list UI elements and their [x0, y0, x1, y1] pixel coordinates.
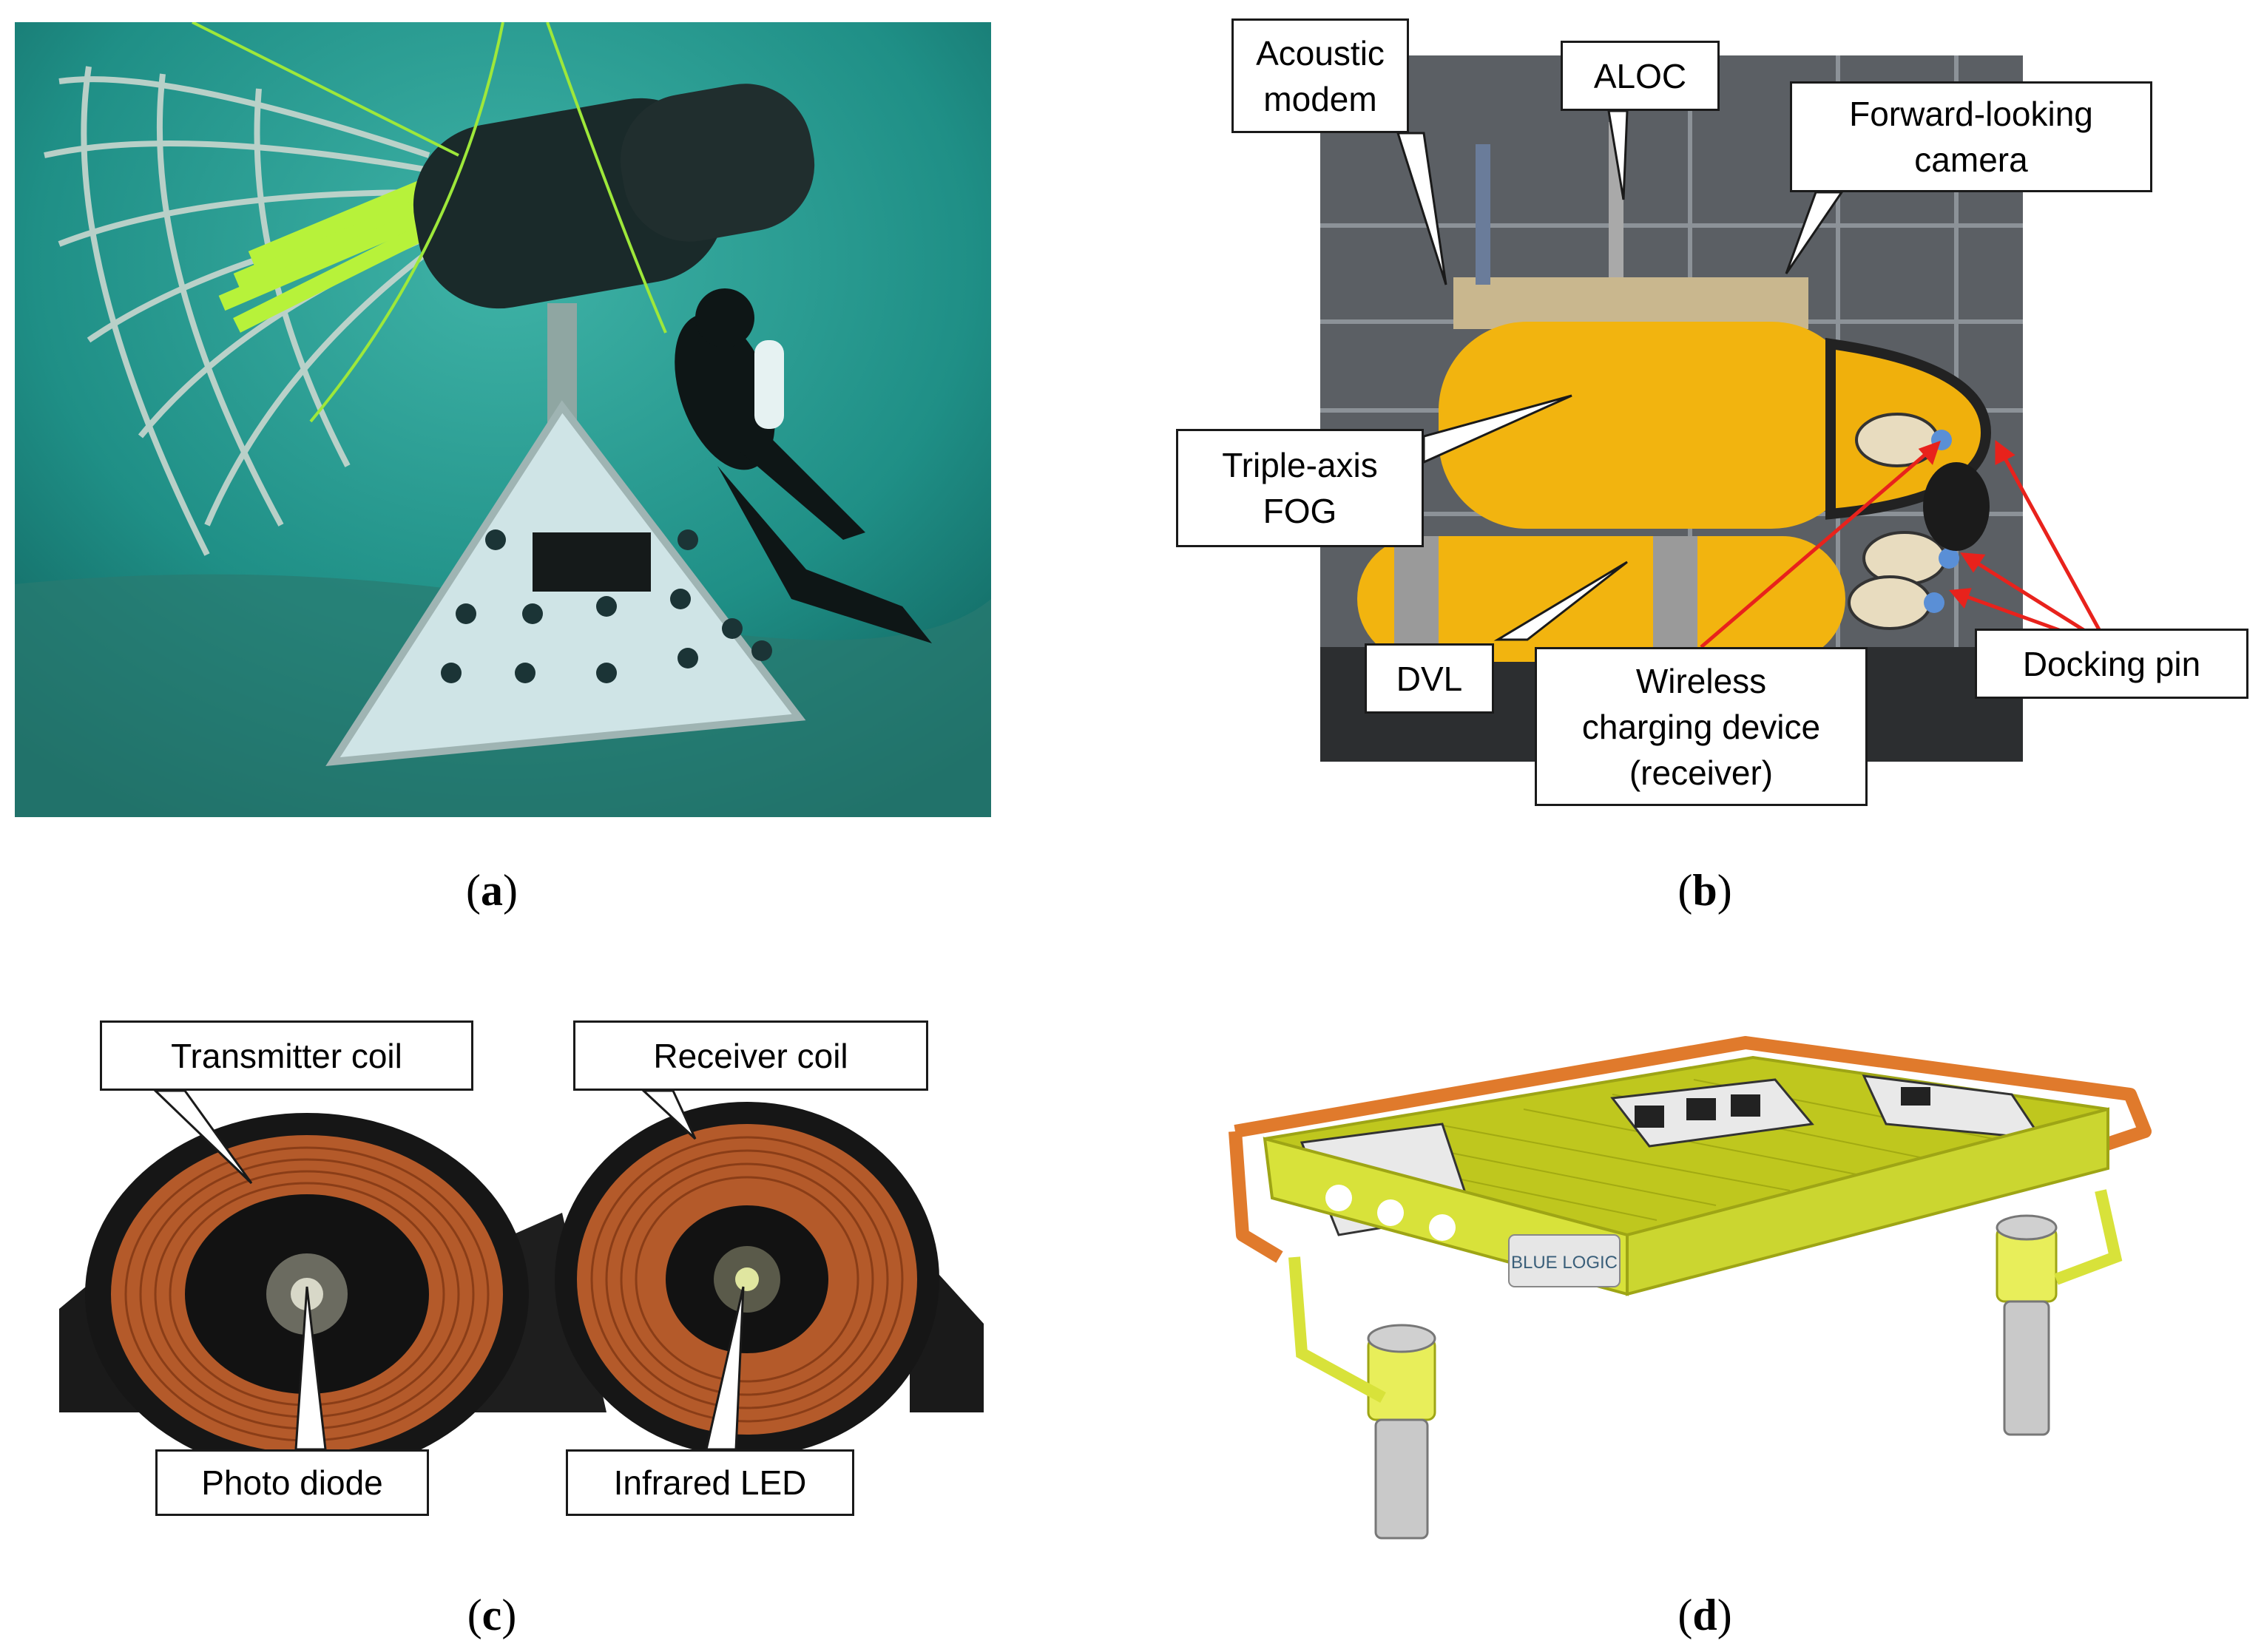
- caption-b: (b): [1677, 866, 1732, 915]
- caption-c: (c): [467, 1591, 517, 1639]
- label-transmitter-coil: Transmitter coil: [100, 1020, 473, 1091]
- panel-c-photo: [59, 1072, 984, 1457]
- label-photo-diode: Photo diode: [155, 1449, 429, 1516]
- label-docking-pin: Docking pin: [1975, 629, 2248, 699]
- label-receiver-coil: Receiver coil: [573, 1020, 928, 1091]
- panel-a-photo: [15, 22, 991, 817]
- panel-d-render: BLUE LOGIC: [1213, 1013, 2175, 1546]
- label-dvl: DVL: [1365, 643, 1494, 714]
- label-acoustic-modem: Acoustic modem: [1231, 18, 1409, 133]
- label-infrared-led: Infrared LED: [566, 1449, 854, 1516]
- coil-pair-illustration: [59, 1072, 984, 1457]
- label-forward-looking-camera: Forward-looking camera: [1790, 81, 2152, 192]
- underwater-dock-illustration: [15, 22, 991, 817]
- docking-frame-render: BLUE LOGIC: [1213, 1013, 2175, 1546]
- caption-d: (d): [1677, 1591, 1732, 1639]
- label-aloc: ALOC: [1561, 41, 1720, 111]
- blue-logic-logo: BLUE LOGIC: [1511, 1253, 1618, 1273]
- label-triple-axis-fog: Triple-axis FOG: [1176, 429, 1424, 547]
- caption-a: (a): [466, 866, 518, 915]
- label-wireless-charging-device: Wireless charging device (receiver): [1535, 647, 1868, 806]
